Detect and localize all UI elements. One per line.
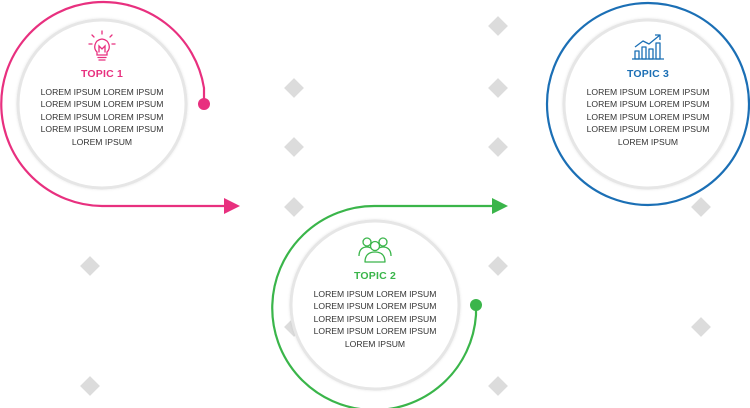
bar-chart-growth-icon (632, 34, 664, 60)
topic-1-line: LOREM IPSUM (71, 136, 133, 147)
topic-3-block: TOPIC 3 LOREM IPSUM LOREM IPSUM LOREM IP… (558, 32, 738, 148)
topic-1-endpoint-dot (198, 98, 210, 110)
topic-1-line: LOREM IPSUM LOREM IPSUM (40, 99, 164, 110)
topic-3-line: LOREM IPSUM LOREM IPSUM (586, 111, 710, 122)
topic-1-arrowhead (224, 198, 240, 214)
topic-1-inner-ring (16, 18, 188, 190)
topic-1-title: TOPIC 1 (80, 68, 124, 80)
topic-2-line: LOREM IPSUM LOREM IPSUM (313, 301, 437, 312)
topic-2-connector-arc (271, 204, 494, 408)
topic-2-title: TOPIC 2 (353, 270, 397, 282)
topic-2-line: LOREM IPSUM (344, 338, 406, 349)
topic-1-line: LOREM IPSUM LOREM IPSUM (40, 124, 164, 135)
topic-2-endpoint-dot (470, 299, 482, 311)
topic-2-line: LOREM IPSUM LOREM IPSUM (313, 313, 437, 324)
topic-2-arrowhead (492, 198, 508, 214)
topic-3-title: TOPIC 3 (626, 68, 670, 80)
topic-1-block: TOPIC 1 LOREM IPSUM LOREM IPSUM LOREM IP… (12, 30, 192, 148)
topic-1-body: LOREM IPSUM LOREM IPSUM LOREM IPSUM LORE… (12, 86, 192, 148)
topic-3-body: LOREM IPSUM LOREM IPSUM LOREM IPSUM LORE… (558, 86, 738, 148)
topic-3-outer-ring (545, 1, 750, 207)
group-of-people-icon (358, 237, 392, 263)
topic-1-connector-arc (0, 0, 226, 208)
topic-2-line: LOREM IPSUM LOREM IPSUM (313, 289, 437, 299)
topic-1-line: LOREM IPSUM LOREM IPSUM (40, 111, 164, 122)
topic-2-line: LOREM IPSUM LOREM IPSUM (313, 326, 437, 337)
topic-3-line: LOREM IPSUM (617, 136, 679, 147)
topic-3-inner-ring (562, 18, 734, 190)
topic-2-inner-ring (289, 219, 461, 391)
topic-2-block: TOPIC 2 LOREM IPSUM LOREM IPSUM LOREM IP… (285, 234, 465, 350)
topic-1-line: LOREM IPSUM LOREM IPSUM (40, 87, 164, 97)
topic-3-line: LOREM IPSUM LOREM IPSUM (586, 87, 710, 97)
topic-2-body: LOREM IPSUM LOREM IPSUM LOREM IPSUM LORE… (285, 288, 465, 350)
topic-3-line: LOREM IPSUM LOREM IPSUM (586, 99, 710, 110)
topic-3-line: LOREM IPSUM LOREM IPSUM (586, 124, 710, 135)
lightbulb-icon (88, 30, 116, 61)
